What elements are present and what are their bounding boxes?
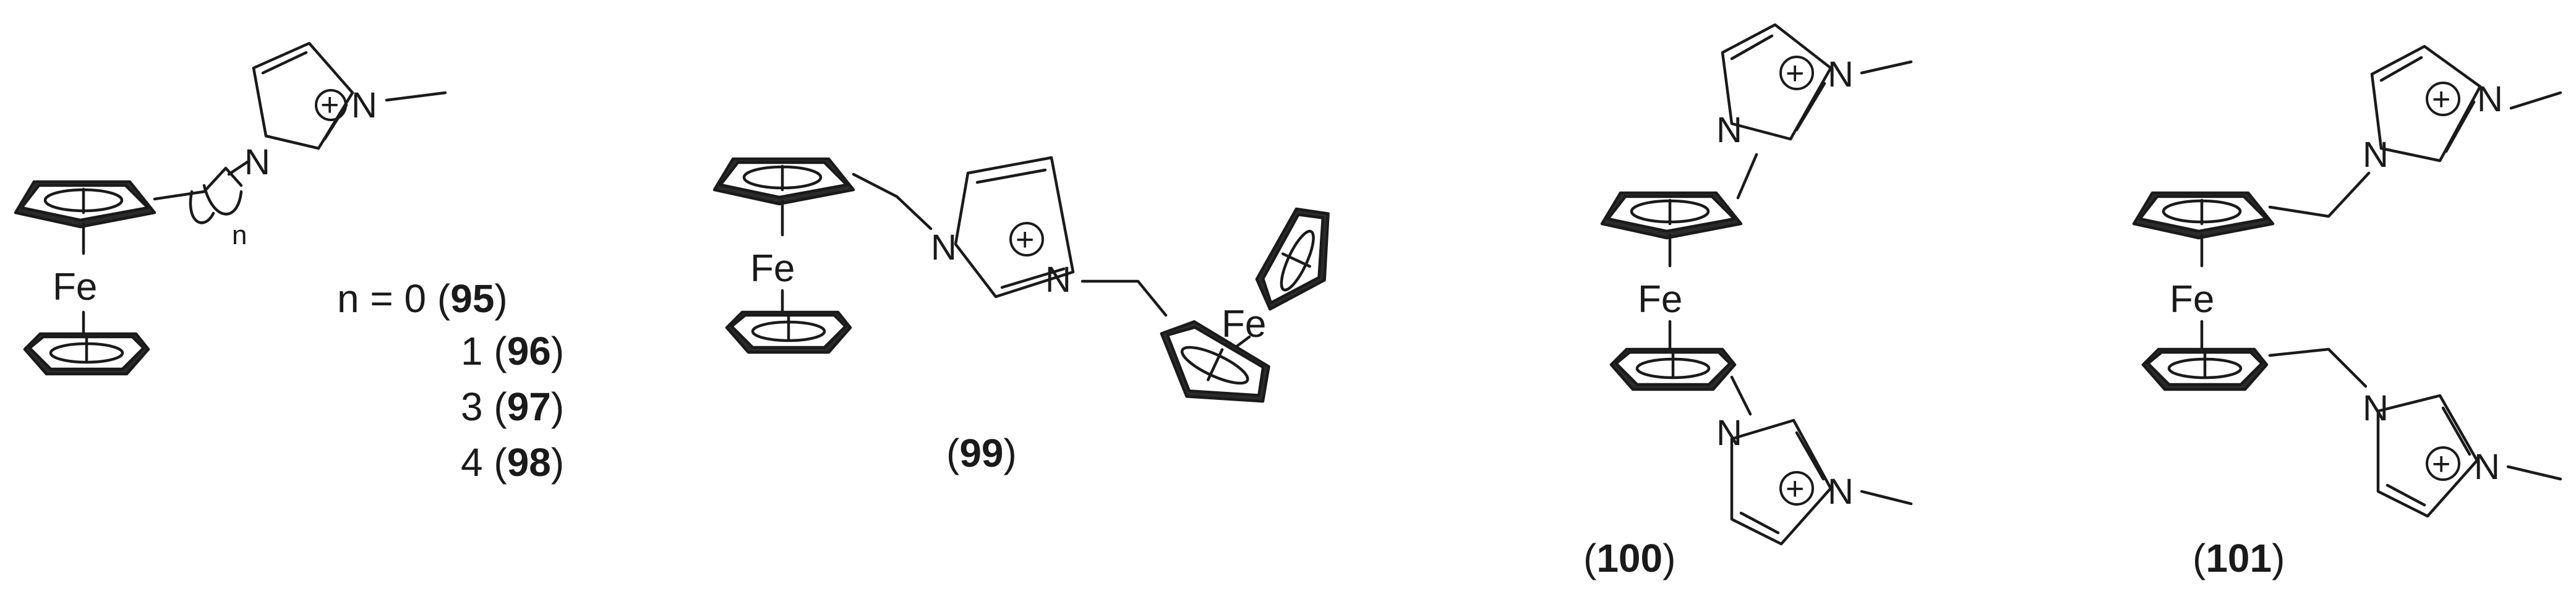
nitrogen-atom: N [2363, 135, 2389, 175]
imidazolium-ring: + [954, 156, 1075, 299]
structure-95-98: Fe n + N N n = 0 (95) 1 (96) 3 (97) 4 (9… [15, 41, 564, 485]
series-label-95: n = 0 (95) [337, 276, 508, 321]
series-label-98: 4 (98) [461, 440, 564, 485]
compound-label-100: (100) [1583, 536, 1675, 580]
fe-atom: Fe [1638, 278, 1682, 321]
nitrogen-atom: N [244, 142, 270, 182]
fe-atom: Fe [53, 266, 97, 308]
nitrogen-atom: N [1045, 260, 1071, 300]
nitrogen-atom: N [351, 85, 377, 125]
imidazolium-ring: + [252, 41, 447, 150]
fe-atom: Fe [750, 247, 795, 290]
positive-charge: + [1786, 56, 1804, 91]
compound-label-99: (99) [946, 431, 1017, 475]
nitrogen-atom: N [1716, 413, 1742, 453]
series-label-97: 3 (97) [461, 384, 564, 429]
chain-bracket-left [189, 190, 215, 224]
imidazolium-ring: + [1730, 418, 1913, 546]
structure-101: Fe + N N + N N (101) [2134, 45, 2562, 580]
positive-charge: + [2432, 82, 2450, 117]
imidazolium-ring: + [2370, 45, 2562, 163]
nitrogen-atom: N [2363, 388, 2389, 428]
nitrogen-atom: N [1828, 472, 1854, 512]
nitrogen-atom: N [1716, 110, 1742, 150]
chain-subscript: n [232, 220, 247, 250]
compound-series-labels: n = 0 (95) 1 (96) 3 (97) 4 (98) [337, 276, 564, 485]
structure-99: Fe + N N Fe (99) [714, 156, 1330, 475]
fe-atom: Fe [1222, 303, 1266, 346]
compound-label-101: (101) [2193, 536, 2285, 580]
alkyl-chain [153, 166, 243, 201]
positive-charge: + [320, 87, 339, 123]
structure-100: Fe + N N + N N (100) [1583, 23, 1913, 580]
nitrogen-atom: N [2477, 79, 2503, 119]
positive-charge: + [2432, 446, 2450, 482]
series-label-96: 1 (96) [461, 329, 564, 373]
imidazolium-ring: + [1721, 23, 1913, 141]
positive-charge: + [1016, 222, 1034, 258]
nitrogen-atom: N [931, 227, 957, 268]
nitrogen-atom: N [2474, 447, 2500, 487]
chain-bracket-right [202, 184, 243, 216]
fe-atom: Fe [2170, 278, 2214, 321]
imidazolium-ring: + [2376, 394, 2562, 518]
positive-charge: + [1786, 471, 1804, 507]
nitrogen-atom: N [1828, 54, 1854, 95]
n-bond [227, 160, 249, 176]
